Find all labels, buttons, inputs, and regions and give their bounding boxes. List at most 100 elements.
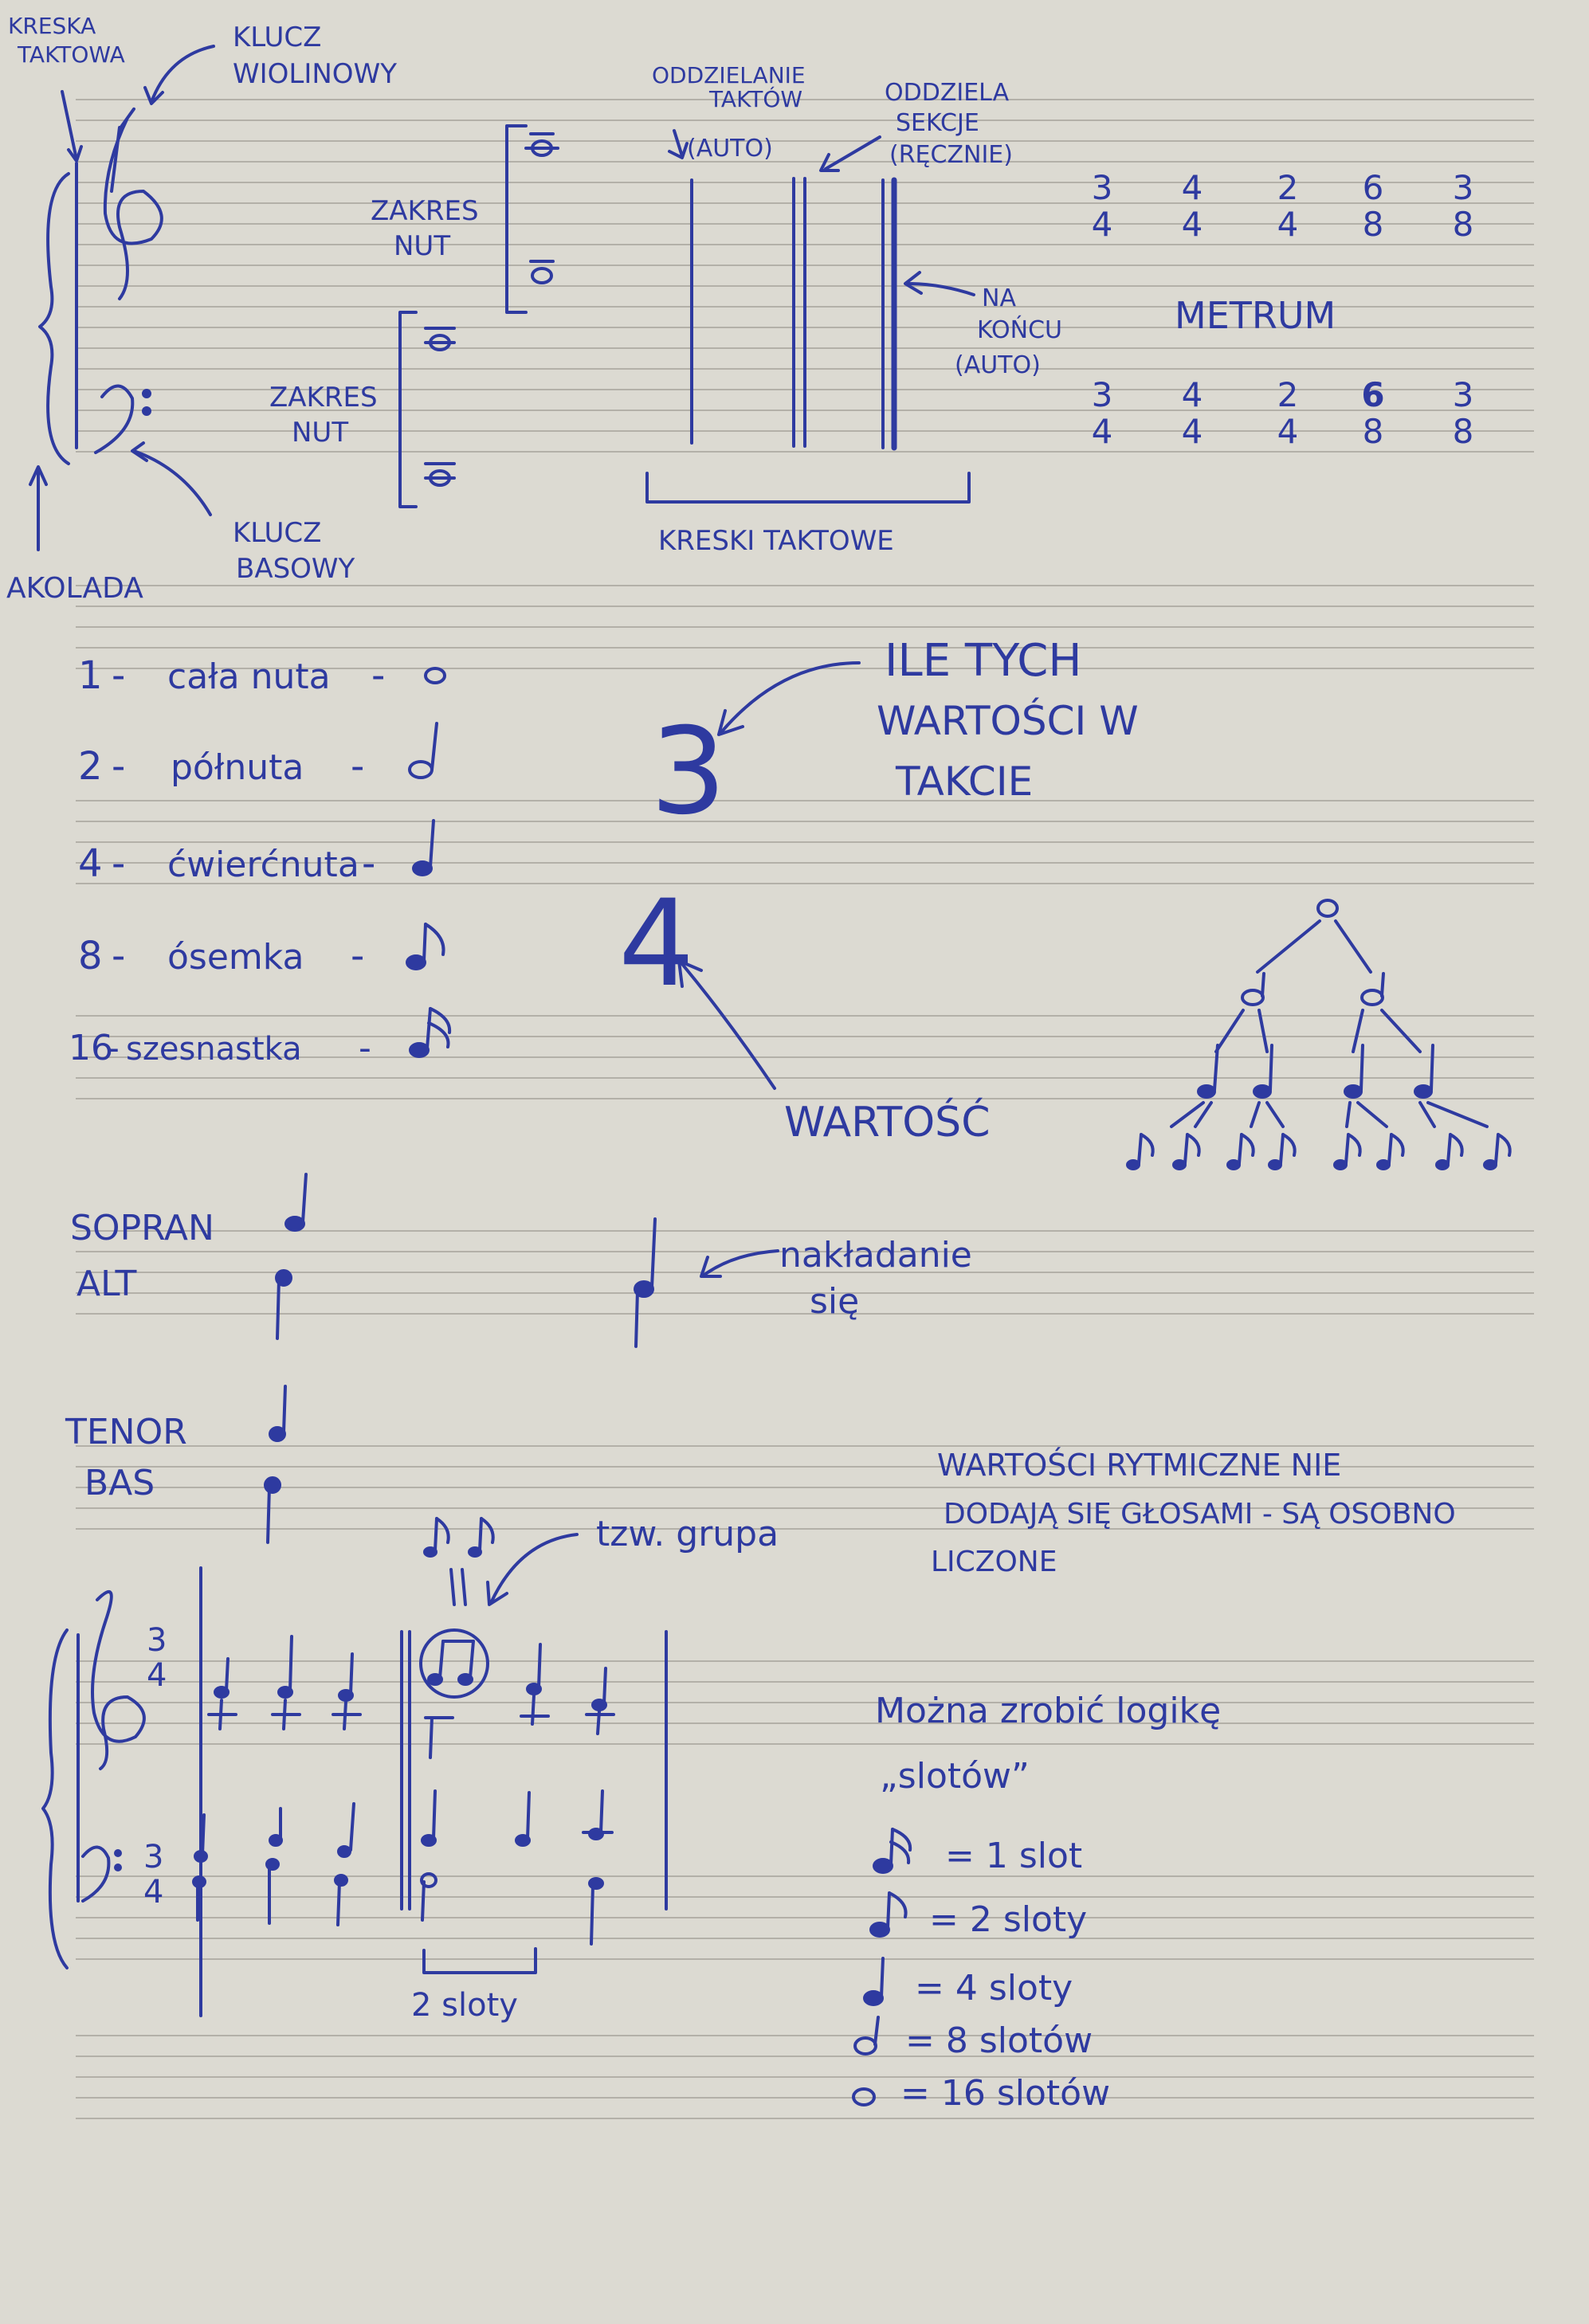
zakres-nut-2-label-1: ZAKRES	[269, 382, 378, 413]
slot-logic-title-2: „slotów”	[880, 1756, 1030, 1797]
zakres-nut-1-label-1: ZAKRES	[371, 195, 479, 227]
treble-clef-icon	[103, 107, 163, 300]
whole-note-icon	[852, 2087, 876, 2106]
oddziela-label-2: SEKCJE	[896, 109, 979, 137]
na-koncu-arrow	[905, 282, 975, 296]
treble-clef-stem	[110, 126, 121, 193]
staff-9	[76, 1875, 1534, 1960]
rhythm-note-line-2: DODAJĄ SIĘ GŁOSAMI - SĄ OSOBNO	[944, 1498, 1456, 1530]
half-note-icon	[853, 2036, 877, 2056]
staff-6	[76, 1230, 1534, 1315]
svg-text:-: -	[107, 1028, 120, 1068]
note-value-number: 4	[78, 841, 103, 886]
ts-bottom-2-den: 4	[1182, 412, 1203, 451]
score-note	[334, 1874, 348, 1887]
note-value-name: ósemka	[167, 937, 304, 978]
note-value-number: 1	[78, 653, 103, 698]
tree-half-note-icon-1	[1241, 989, 1265, 1006]
ts-top-5-den: 8	[1453, 205, 1474, 244]
ile-tych-label-3: TAKCIE	[895, 758, 1033, 805]
two-slots-label: 2 sloty	[411, 1987, 518, 2024]
group-circle	[419, 1628, 489, 1699]
note-value-row-3: 4 - ćwierćnuta -	[78, 819, 435, 886]
nakladanie-label-2: się	[810, 1281, 859, 1322]
akolada-brace-icon	[38, 172, 70, 465]
ts-top-3-den: 4	[1277, 205, 1299, 244]
bass-clef-dot-1	[142, 389, 151, 398]
score-note	[337, 1845, 351, 1858]
tree-quarter-note-icon	[1344, 1084, 1363, 1099]
na-koncu-label-1: NA	[982, 284, 1016, 312]
klucz-basowy-label-2: BASOWY	[236, 553, 355, 585]
ts-bottom-2-num: 4	[1182, 375, 1203, 414]
overlap-note-icon	[634, 1280, 654, 1298]
rhythm-note-line-3: LICZONE	[931, 1546, 1057, 1578]
kreska-taktowa-label-2: TAKTOWA	[17, 41, 125, 68]
voices-section: SOPRAN ALT nakładanie się TENOR BAS WART…	[65, 1173, 1456, 1578]
equals-mark	[449, 1568, 467, 1606]
slot-logic-section: Można zrobić logikę „slotów” = 1 slot = …	[852, 1691, 1221, 2114]
nakladanie-arrow	[703, 1249, 779, 1276]
staff-5	[76, 1015, 1534, 1099]
staff-3	[76, 585, 1534, 669]
nakladanie-label-1: nakładanie	[779, 1235, 972, 1276]
eighth-note-icon	[869, 1922, 890, 1938]
ts-top-1-num: 3	[1092, 168, 1113, 207]
ts-top-4-num: 6	[1363, 168, 1384, 207]
akolada-label: AKOLADA	[6, 572, 143, 605]
sixteenth-note-icon	[409, 1042, 430, 1058]
wartosc-arrow	[681, 962, 776, 1090]
ile-tych-arrow-head	[717, 709, 744, 736]
voice-soprano-label: SOPRAN	[70, 1208, 214, 1248]
score-half-note	[420, 1872, 437, 1888]
big-signature-den: 4	[618, 875, 694, 1013]
svg-text:-: -	[112, 744, 125, 789]
score-ts-bass-den: 4	[143, 1874, 163, 1911]
slot-row-3: = 4 sloty	[863, 1957, 1073, 2009]
measure-2-treble	[419, 1628, 615, 1759]
tenor-note-icon	[269, 1426, 286, 1442]
note-values-list: 1 - cała nuta - 2 - półnuta - 4 - ćwierć…	[69, 653, 452, 1068]
svg-text:-: -	[112, 934, 125, 978]
tree-quarter-notes	[1197, 1009, 1434, 1099]
two-slots-bracket	[422, 1947, 537, 1974]
metrum-section: 3 4 4 4 2 4 6 8 3 8 METRUM 3 4 4 4 2 4 6…	[1092, 168, 1474, 451]
slot-row-5: = 16 slotów	[852, 2073, 1110, 2114]
whole-note-icon	[424, 667, 446, 684]
slot-text: = 1 slot	[945, 1836, 1082, 1876]
clef-section: KRESKA TAKTOWA KLUCZ WIOLINOWY AKOLADA K…	[6, 13, 559, 605]
note-value-number: 16	[69, 1028, 113, 1068]
na-koncu-label-3: (AUTO)	[955, 351, 1041, 379]
slot-row-4: = 8 slotów	[853, 2016, 1093, 2061]
kreska-arrow-head	[67, 145, 83, 163]
wiolinowy-arrow-head	[143, 86, 164, 105]
tree-eighth-note-icon	[1435, 1133, 1464, 1170]
barlines-section: ODDZIELANIE TAKTÓW (AUTO) ODDZIELA SEKCJ…	[645, 62, 1062, 557]
note-value-name: szesnastka	[126, 1031, 302, 1068]
wiolinowy-arrow	[150, 45, 215, 104]
oddziela-label-1: ODDZIELA	[885, 79, 1010, 107]
note-value-name: ćwierćnuta	[167, 845, 359, 885]
measure-1-treble	[207, 1635, 362, 1730]
note-value-row-4: 8 - ósemka -	[78, 923, 445, 978]
quarter-note-icon	[863, 1990, 884, 2006]
akolada-arrow-head	[29, 465, 48, 486]
staff-8	[76, 1660, 1534, 1745]
big-signature-num: 3	[650, 703, 726, 841]
klucz-wiolinowy-label-1: KLUCZ	[233, 22, 321, 53]
ile-tych-arrow	[720, 661, 861, 733]
zakres-nut-2-label-2: NUT	[292, 417, 348, 449]
note-value-row-2: 2 - półnuta -	[78, 722, 438, 789]
ts-bottom-1-num: 3	[1092, 375, 1113, 414]
kreski-bracket	[645, 472, 971, 504]
basowy-arrow-head	[131, 441, 148, 462]
ile-tych-label-2: WARTOŚCI W	[877, 697, 1139, 744]
tree-eighth-note-icon	[1226, 1133, 1255, 1170]
svg-text:-: -	[371, 653, 385, 698]
ts-bottom-5-den: 8	[1453, 412, 1474, 451]
score-treble-clef-icon	[91, 1590, 146, 1770]
range-note-low-icon	[531, 267, 553, 284]
bass-clef-icon	[94, 384, 135, 454]
tree-eighth-note-icon	[1172, 1133, 1201, 1170]
